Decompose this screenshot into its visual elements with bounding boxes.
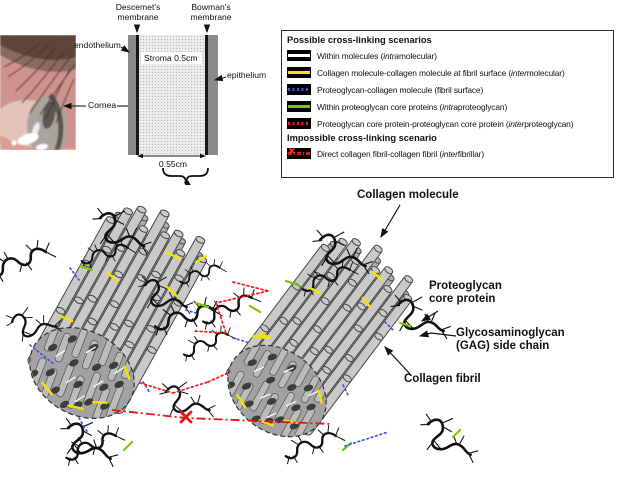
proteoglycan-collagen-links bbox=[29, 267, 394, 447]
legend-item-intermolecular: Collagen molecule-collagen molecule at f… bbox=[287, 64, 608, 81]
descemets-membrane-line bbox=[136, 35, 139, 155]
collagen-fibril-label: Collagen fibril bbox=[404, 373, 481, 385]
cornea-label: Cornea bbox=[88, 100, 117, 110]
epithelium-band bbox=[208, 35, 218, 155]
bowmans-membrane-line bbox=[205, 35, 208, 155]
collagen-fibril-right bbox=[208, 217, 427, 458]
gag-side-chain-label: Glycosaminoglycan(GAG) side chain bbox=[456, 327, 565, 352]
legend-impossible-title: Impossible cross-linking scenario bbox=[287, 133, 437, 143]
proteoglycan-network bbox=[0, 202, 487, 471]
cornea-layer-diagram bbox=[128, 35, 218, 155]
proteoglycan-collagen-swatch-icon bbox=[287, 84, 311, 95]
legend-possible-title: Possible cross-linking scenarios bbox=[287, 35, 432, 45]
legend-item-proteoglycan-collagen: Proteoglycan-collagen molecule (fibril s… bbox=[287, 81, 608, 98]
x-mark-icon: ✖ bbox=[288, 146, 296, 156]
proteoglycan-arrow bbox=[420, 310, 439, 322]
endothelium-label: endothelium bbox=[74, 40, 121, 50]
zoom-arrow bbox=[183, 180, 191, 185]
stroma-region bbox=[139, 35, 205, 155]
interfibrillar-impossible-link bbox=[111, 409, 333, 425]
eye-photo bbox=[0, 35, 76, 150]
interfibrillar-swatch-icon: ✖ bbox=[287, 146, 311, 159]
legend-item-interfibrillar: ✖ Direct collagen fibril-collagen fibril… bbox=[287, 146, 485, 159]
collagen-fibril-left bbox=[12, 187, 219, 440]
intramolecular-swatch-icon bbox=[287, 50, 311, 61]
crosslink-legend: Possible cross-linking scenarios Within … bbox=[281, 30, 614, 178]
width-dimension-label: 0.55cm bbox=[158, 159, 188, 169]
intermolecular-swatch-icon bbox=[287, 67, 311, 78]
gag-arrow bbox=[418, 330, 457, 338]
interproteoglycan-swatch-icon bbox=[287, 118, 311, 129]
intraproteoglycan-crosslinks bbox=[78, 264, 462, 452]
intraproteoglycan-swatch-icon bbox=[287, 101, 311, 112]
epithelium-label: epithelium bbox=[227, 70, 267, 80]
legend-item-intramolecular: Within molecules (intramolecular) bbox=[287, 47, 608, 64]
brace-icon bbox=[162, 167, 209, 184]
collagen-fibril-arrow bbox=[384, 346, 411, 375]
endothelium-band bbox=[128, 35, 136, 155]
legend-item-intraproteoglycan: Within proteoglycan core proteins (intra… bbox=[287, 98, 608, 115]
collagen-molecule-arrow bbox=[380, 204, 401, 239]
collagen-molecule-label: Collagen molecule bbox=[357, 189, 459, 201]
legend-item-interproteoglycan: Proteoglycan core protein-proteoglycan c… bbox=[287, 115, 608, 132]
intermolecular-crosslinks bbox=[58, 250, 384, 340]
stroma-label: Stroma 0.5cm bbox=[141, 52, 201, 64]
interproteoglycan-links bbox=[139, 281, 269, 394]
x-mark-icon bbox=[179, 410, 193, 424]
